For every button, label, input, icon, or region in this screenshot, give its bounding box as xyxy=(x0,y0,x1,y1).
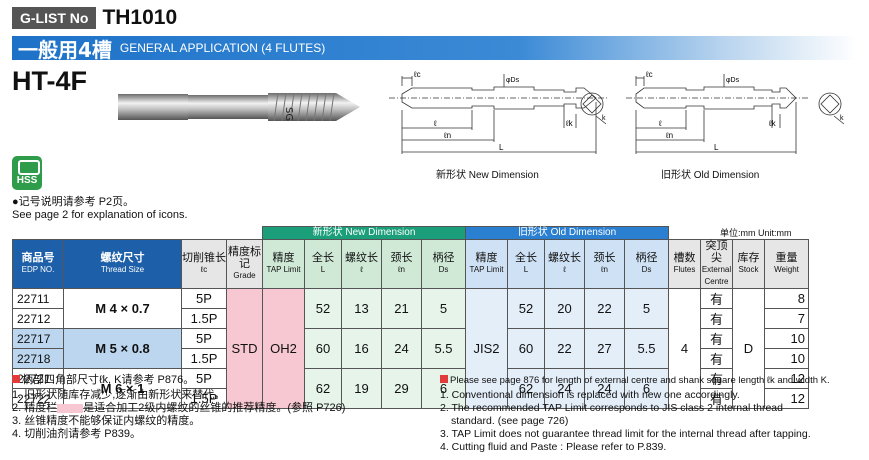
old-tap-limit: JIS2 xyxy=(465,288,508,409)
old-square-view: k xyxy=(818,92,845,125)
old-dim-k-label: k xyxy=(840,115,844,122)
grade-cell: STD xyxy=(226,288,263,409)
dim-ln-label: ℓn xyxy=(443,131,451,140)
table-row: 22717 M 5 × 0.8 5P 60 16 24 5.5 60 22 27… xyxy=(12,328,809,369)
dim-l-label: ℓ xyxy=(433,119,437,128)
tap-image: SG xyxy=(118,92,360,121)
new-dimension-caption: 新形状 New Dimension xyxy=(436,170,539,181)
old-dimension-group-header: 旧形状 Old Dimension xyxy=(465,226,669,240)
dim-k-label: k xyxy=(602,115,606,122)
thread-size: M 6 × 1 xyxy=(63,368,182,409)
old-dim-lk-label: ℓk xyxy=(768,119,777,128)
old-dim-L-label: L xyxy=(714,143,719,152)
new-tap-limit: OH2 xyxy=(262,288,305,409)
tool-marking: SG xyxy=(283,107,294,121)
banner-title-zh: 一般用4槽 xyxy=(18,37,112,62)
notes-zh: 柄部四角部尺寸ℓk, K请参考 P876。 1. 旧形状随库存减少,逐渐由新形状… xyxy=(12,374,346,440)
dim-lk-label: ℓk xyxy=(565,119,574,128)
old-dimension-drawing: ℓc ℓ ℓn L φDs ℓk xyxy=(626,70,809,154)
new-square-view: k xyxy=(580,92,607,125)
old-dim-lc-label: ℓc xyxy=(645,70,653,79)
thread-size: M 5 × 0.8 xyxy=(63,328,182,369)
model-name: HT-4F xyxy=(12,66,88,96)
old-dimension-caption: 旧形状 Old Dimension xyxy=(661,170,760,181)
dim-L-label: L xyxy=(499,143,504,152)
units-label: 单位:mm Unit:mm xyxy=(720,228,792,238)
banner-title-en: GENERAL APPLICATION (4 FLUTES) xyxy=(119,41,326,55)
stock-cell: D xyxy=(732,288,765,409)
table-row: 22718 1.5P 有 10 xyxy=(12,348,809,369)
table-row: 22722 1.5P 有 12 xyxy=(12,388,809,409)
new-dimension-drawing: ℓc ℓ ℓn L φDs ℓk xyxy=(389,70,609,154)
glist-tag: G-LIST No xyxy=(12,7,97,29)
hss-icon: HSS xyxy=(12,156,42,190)
thread-size: M 4 × 0.7 xyxy=(63,288,182,329)
old-dim-ds-label: φDs xyxy=(726,77,740,84)
notes-en: Please see page 876 for length of extern… xyxy=(440,375,830,453)
glist-header: G-LIST No TH1010 xyxy=(12,6,178,29)
dim-ds-label: φDs xyxy=(506,77,520,84)
dim-lc-label: ℓc xyxy=(413,70,421,79)
glist-code: TH1010 xyxy=(102,6,178,29)
table-row: 22711 M 4 × 0.7 5P STD OH2 52 13 21 5 JI… xyxy=(12,288,809,409)
icon-note: ●记号说明请参考 P2页。 See page 2 for explanation… xyxy=(12,196,188,222)
icon-note-en: See page 2 for explanation of icons. xyxy=(12,209,188,221)
old-dim-ln-label: ℓn xyxy=(665,131,673,140)
category-banner: 一般用4槽 GENERAL APPLICATION (4 FLUTES) xyxy=(12,36,857,62)
icon-note-zh: ●记号说明请参考 P2页。 xyxy=(12,196,135,208)
old-dim-l-label: ℓ xyxy=(658,119,662,128)
new-dimension-group-header: 新形状 New Dimension xyxy=(262,226,466,240)
